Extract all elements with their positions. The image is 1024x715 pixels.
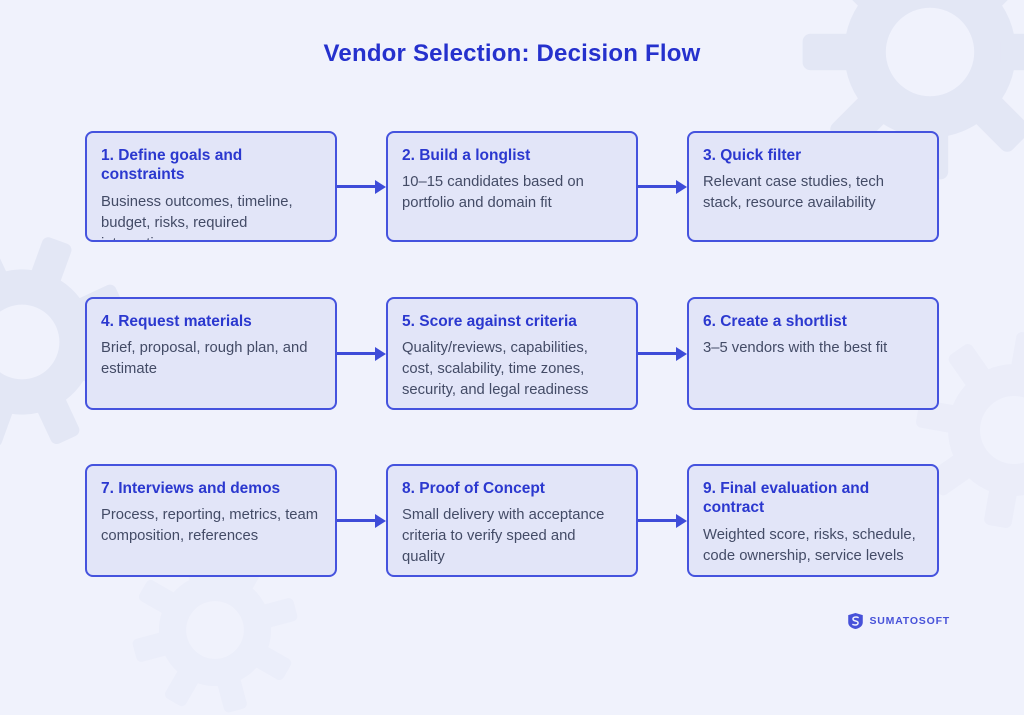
step-title: 8. Proof of Concept bbox=[402, 480, 545, 497]
step-description: Small delivery with acceptance criteria … bbox=[402, 507, 605, 566]
page-title: Vendor Selection: Decision Flow bbox=[323, 40, 701, 67]
step-description: Weighted score, risks, schedule, code ow… bbox=[703, 526, 916, 564]
step-title: 2. Build a longlist bbox=[402, 147, 531, 164]
step-card-8: 8. Proof of Concept Small delivery with … bbox=[386, 464, 638, 577]
step-title: 7. Interviews and demos bbox=[101, 480, 281, 497]
decision-flow-diagram: Vendor Selection: Decision Flow 1. Defin… bbox=[0, 0, 1024, 629]
step-title: 6. Create a shortlist bbox=[703, 313, 847, 330]
step-title: 5. Score against criteria bbox=[402, 313, 577, 330]
sumatosoft-logo-icon bbox=[848, 613, 864, 629]
step-card-5: 5. Score against criteria Quality/review… bbox=[386, 297, 638, 410]
step-description: 10–15 candidates based on portfolio and … bbox=[402, 174, 584, 212]
arrow-right-icon bbox=[638, 131, 687, 242]
step-card-3: 3. Quick filter Relevant case studies, t… bbox=[687, 131, 939, 242]
step-title: 4. Request materials bbox=[101, 313, 252, 330]
step-card-2: 2. Build a longlist 10–15 candidates bas… bbox=[386, 131, 638, 242]
step-card-6: 6. Create a shortlist 3–5 vendors with t… bbox=[687, 297, 939, 410]
step-description: Brief, proposal, rough plan, and estimat… bbox=[101, 340, 308, 378]
arrow-right-icon bbox=[337, 464, 386, 577]
step-title: 3. Quick filter bbox=[703, 147, 802, 164]
step-description: Relevant case studies, tech stack, resou… bbox=[703, 174, 884, 212]
arrow-right-icon bbox=[337, 131, 386, 242]
step-description: Business outcomes, timeline, budget, ris… bbox=[101, 193, 293, 240]
step-description: Process, reporting, metrics, team compos… bbox=[101, 507, 319, 545]
step-card-4: 4. Request materials Brief, proposal, ro… bbox=[85, 297, 337, 410]
flow-grid: 1. Define goals and constraints Business… bbox=[85, 131, 939, 577]
brand-name: SUMATOSOFT bbox=[869, 615, 950, 627]
step-card-9: 9. Final evaluation and contract Weighte… bbox=[687, 464, 939, 577]
arrow-right-icon bbox=[638, 297, 687, 410]
step-title: 9. Final evaluation and contract bbox=[703, 480, 870, 517]
step-description: Quality/reviews, capabilities, cost, sca… bbox=[402, 340, 589, 399]
step-title: 1. Define goals and constraints bbox=[101, 147, 243, 184]
step-card-1: 1. Define goals and constraints Business… bbox=[85, 131, 337, 242]
brand-logo: SUMATOSOFT bbox=[848, 613, 950, 629]
arrow-right-icon bbox=[638, 464, 687, 577]
step-description: 3–5 vendors with the best fit bbox=[703, 340, 888, 357]
arrow-right-icon bbox=[337, 297, 386, 410]
step-card-7: 7. Interviews and demos Process, reporti… bbox=[85, 464, 337, 577]
